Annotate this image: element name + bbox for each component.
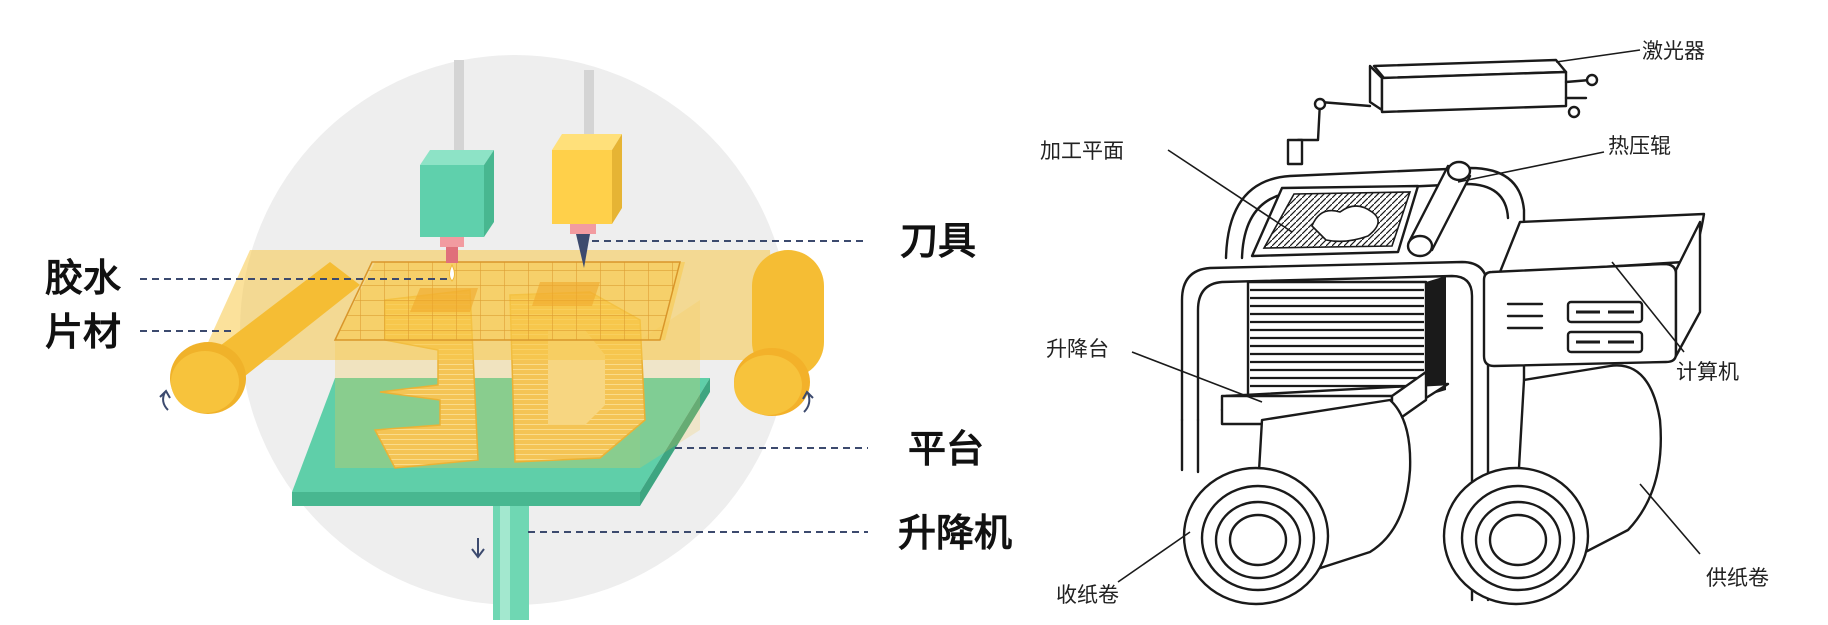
laser-mount-top xyxy=(1585,73,1599,87)
top-belt xyxy=(1224,166,1526,382)
laser-mount-icon xyxy=(1564,78,1592,100)
left-roller-cap xyxy=(171,351,239,413)
label-platform: 平台 xyxy=(908,427,984,471)
label-sheet: 片材 xyxy=(45,310,121,354)
cutting-grid-area xyxy=(335,262,680,340)
computer-leader xyxy=(1611,261,1685,353)
left-roller xyxy=(159,262,360,414)
computer-drive-upper xyxy=(1566,300,1644,324)
laser-mirror-icon xyxy=(1313,97,1327,111)
label-laser: 激光器 xyxy=(1642,39,1705,63)
layer-stack-side xyxy=(1426,276,1446,396)
cutter-head-top xyxy=(552,134,622,150)
cutter-blade-holder xyxy=(570,224,596,234)
cutter-head-body xyxy=(552,150,612,224)
machine-frame-inner xyxy=(1196,274,1474,602)
right-roller-cap xyxy=(734,355,802,415)
label-computer: 计算机 xyxy=(1676,360,1739,384)
glue-drop-icon xyxy=(449,263,455,282)
glue-nozzle-tip xyxy=(446,247,458,263)
glue-dispenser-side xyxy=(484,150,494,237)
elevator-shaft xyxy=(493,490,529,620)
laser-leader xyxy=(1555,49,1641,63)
lom-left-diagram: 胶水 片材 刀具 平台 升降机 xyxy=(45,55,1012,620)
cutter-head xyxy=(552,70,622,268)
layer-stack-lines xyxy=(1250,288,1424,388)
hot-roller-far-end xyxy=(1446,160,1472,182)
cutter-head-side xyxy=(612,134,622,224)
grid-highlight-left xyxy=(410,288,478,312)
take-up-roll xyxy=(1182,398,1412,606)
computer xyxy=(1482,212,1706,368)
build-volume-front xyxy=(335,340,640,468)
glue-dispenser-rod xyxy=(454,60,464,165)
right-roller-body xyxy=(752,250,824,378)
label-glue: 胶水 xyxy=(45,256,122,300)
supply-roll xyxy=(1442,364,1662,606)
take-up-roll-leader xyxy=(1117,531,1191,583)
grid-highlight-right xyxy=(532,282,600,306)
laser-lens xyxy=(1286,138,1304,166)
platform-side xyxy=(292,492,640,506)
cutter-head-rod xyxy=(584,70,594,140)
elevator-arrow-icon xyxy=(471,538,485,559)
glue-dispenser-top xyxy=(420,150,494,165)
right-roller-rotation-icon xyxy=(802,390,814,413)
lom-right-diagram: 激光器 加工平面 热压辊 升降台 计算机 收纸卷 供纸卷 xyxy=(1040,39,1769,607)
lift-table-leader xyxy=(1131,351,1263,403)
laser-mount-bottom xyxy=(1567,105,1581,119)
paper-path xyxy=(1180,418,1200,474)
glue-dispenser-body xyxy=(420,165,484,237)
cutting-grid xyxy=(333,261,681,341)
label-take-up-roll: 收纸卷 xyxy=(1056,583,1119,607)
layer-stack xyxy=(1246,276,1446,398)
laser-beam-path xyxy=(1296,100,1372,142)
label-cutter: 刀具 xyxy=(900,219,976,263)
processing-plane xyxy=(1250,184,1420,258)
computer-drive-lower xyxy=(1566,330,1644,354)
label-lift-table: 升降台 xyxy=(1046,337,1109,361)
left-roller-body xyxy=(212,262,360,380)
take-up-roll-ring-3 xyxy=(1228,513,1288,567)
supply-roll-ring-3 xyxy=(1488,513,1548,567)
label-elevator: 升降机 xyxy=(898,511,1012,555)
cutter-blade-icon xyxy=(576,234,590,268)
glue-dispenser xyxy=(420,60,494,282)
laser-unit xyxy=(1286,58,1599,166)
label-processing-plane: 加工平面 xyxy=(1040,139,1124,163)
supply-roll-ring-1 xyxy=(1460,484,1576,592)
computer-side xyxy=(1674,220,1702,358)
cutting-grid-border xyxy=(333,261,681,341)
computer-vent-icon xyxy=(1506,302,1544,330)
label-hot-roller: 热压辊 xyxy=(1608,134,1671,158)
glue-nozzle-ring xyxy=(440,237,464,247)
laser-body xyxy=(1380,70,1568,114)
take-up-roll-face xyxy=(1182,466,1330,606)
platform-side-right xyxy=(640,378,710,506)
computer-body xyxy=(1498,212,1706,274)
hot-roller-end xyxy=(1406,234,1434,258)
processing-plane-shape xyxy=(1311,205,1379,243)
supply-roll-ring-2 xyxy=(1474,500,1562,580)
supply-roll-face xyxy=(1442,466,1590,606)
processing-plane-leader xyxy=(1167,149,1293,233)
supply-roll-leader xyxy=(1639,483,1701,555)
right-roller xyxy=(734,250,824,416)
hot-roller-leader xyxy=(1457,151,1605,183)
hot-roller xyxy=(1406,160,1472,258)
label-supply-roll: 供纸卷 xyxy=(1706,566,1769,590)
elevator-shaft-highlight xyxy=(500,490,510,620)
take-up-roll-ring-1 xyxy=(1200,484,1316,592)
computer-drive-slots xyxy=(1576,310,1634,344)
take-up-roll-ring-2 xyxy=(1214,500,1302,580)
left-roller-rotation-icon xyxy=(159,389,171,411)
